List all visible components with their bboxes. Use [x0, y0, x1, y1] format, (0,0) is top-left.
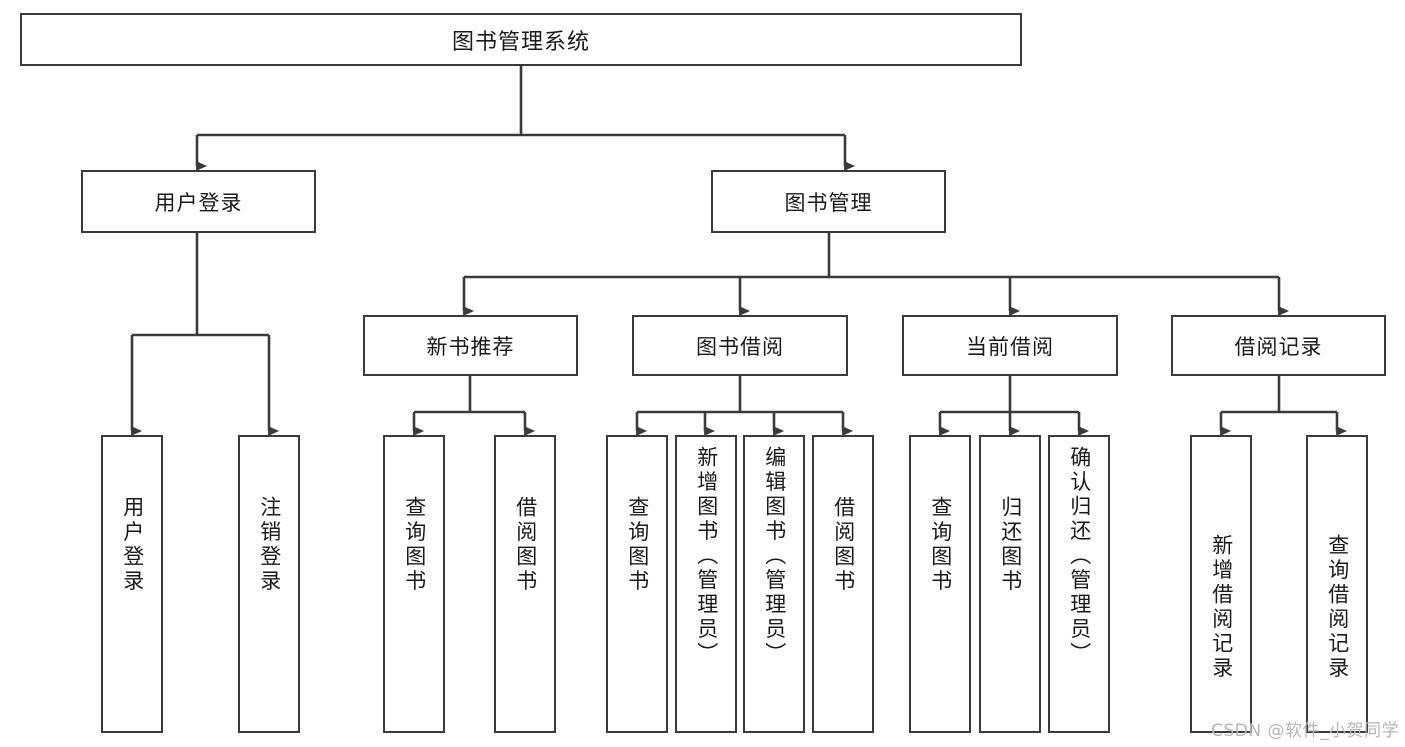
node-book-mgmt-label: 图书管理 — [784, 190, 873, 215]
node-book-borrow[interactable]: 图书借阅 — [632, 315, 848, 376]
node-leaf-borrow-book-2-label: 借阅图书 — [831, 496, 856, 594]
node-leaf-borrow-book-1[interactable]: 借阅图书 — [494, 435, 556, 733]
node-leaf-query-book-1-label: 查询图书 — [402, 496, 427, 594]
node-leaf-edit-book[interactable]: 编辑图书（管理员） — [743, 435, 805, 733]
node-leaf-borrow-book-2[interactable]: 借阅图书 — [812, 435, 874, 733]
node-leaf-user-login[interactable]: 用户登录 — [101, 435, 163, 733]
node-leaf-confirm-return[interactable]: 确认归还（管理员） — [1048, 435, 1110, 733]
node-leaf-edit-book-label: 编辑图书（管理员） — [762, 446, 787, 667]
node-leaf-add-record[interactable]: 新增借阅记录 — [1190, 435, 1252, 733]
node-leaf-return-book-label: 归还图书 — [998, 496, 1023, 594]
node-book-borrow-label: 图书借阅 — [696, 334, 784, 359]
node-leaf-add-book[interactable]: 新增图书（管理员） — [675, 435, 737, 733]
node-leaf-query-book-3-label: 查询图书 — [928, 496, 953, 594]
node-user-login-label: 用户登录 — [154, 190, 243, 215]
node-root-label: 图书管理系统 — [451, 29, 590, 55]
node-leaf-return-book[interactable]: 归还图书 — [979, 435, 1041, 733]
node-leaf-query-book-2-label: 查询图书 — [625, 496, 650, 594]
node-leaf-logout-label: 注销登录 — [257, 496, 282, 594]
node-leaf-confirm-return-label: 确认归还（管理员） — [1067, 446, 1092, 667]
node-root[interactable]: 图书管理系统 — [20, 13, 1022, 66]
node-leaf-query-record-label: 查询借阅记录 — [1325, 534, 1350, 681]
node-leaf-logout[interactable]: 注销登录 — [238, 435, 300, 733]
node-current-borrow[interactable]: 当前借阅 — [902, 315, 1118, 376]
node-book-mgmt[interactable]: 图书管理 — [711, 170, 946, 233]
node-leaf-borrow-book-1-label: 借阅图书 — [513, 496, 538, 594]
node-user-login[interactable]: 用户登录 — [81, 170, 316, 233]
node-leaf-query-book-2[interactable]: 查询图书 — [606, 435, 668, 733]
node-new-book-rec[interactable]: 新书推荐 — [363, 315, 578, 376]
node-leaf-query-book-3[interactable]: 查询图书 — [909, 435, 971, 733]
node-current-borrow-label: 当前借阅 — [966, 334, 1054, 359]
node-leaf-add-record-label: 新增借阅记录 — [1209, 534, 1234, 681]
node-borrow-record[interactable]: 借阅记录 — [1171, 315, 1386, 376]
node-leaf-user-login-label: 用户登录 — [120, 496, 145, 594]
node-leaf-add-book-label: 新增图书（管理员） — [694, 446, 719, 667]
node-borrow-record-label: 借阅记录 — [1234, 334, 1323, 359]
node-new-book-rec-label: 新书推荐 — [426, 334, 515, 359]
node-leaf-query-record[interactable]: 查询借阅记录 — [1306, 435, 1368, 733]
node-leaf-query-book-1[interactable]: 查询图书 — [383, 435, 445, 733]
